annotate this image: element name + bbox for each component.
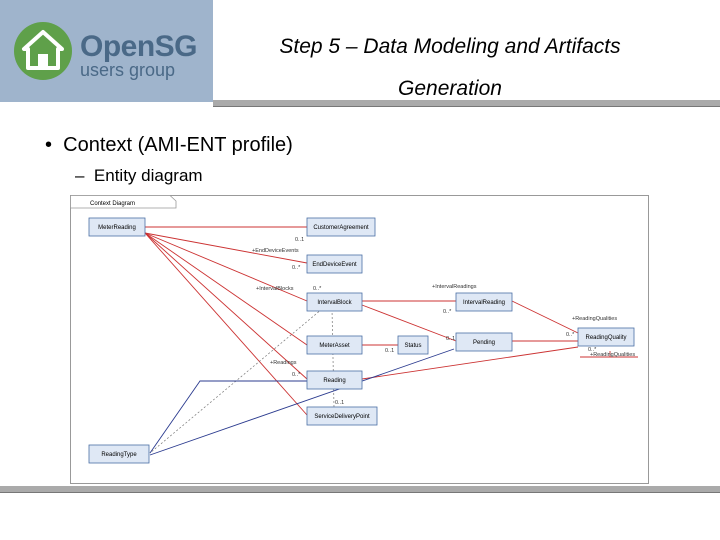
- label-end-device-event: EndDeviceEvent: [312, 262, 357, 268]
- logo-panel: OpenSG users group: [0, 0, 213, 102]
- box-status: [397, 335, 429, 355]
- edge-readingtype-pending: [149, 348, 455, 456]
- box-interval-reading: [455, 292, 513, 312]
- sub-bullet-text: Entity diagram: [93, 166, 203, 185]
- box-pending: [455, 332, 513, 352]
- box-meter-reading: [88, 217, 146, 237]
- box-end-device-event: [306, 254, 363, 274]
- sub-bullet-item: – Entity diagram: [75, 166, 203, 186]
- label-interval-block: IntervalBlock: [317, 300, 352, 306]
- edge-label-mult-01-sdp: 0..1: [335, 400, 344, 406]
- diagram-frame-tab: [70, 195, 177, 209]
- edge-meter-meterasset: [144, 232, 308, 346]
- house-icon: [14, 22, 72, 80]
- entity-diagram: Context Diagram: [70, 195, 649, 484]
- edge-meter-enddevice: [144, 232, 308, 264]
- slide-title-line1: Step 5 – Data Modeling and Artifacts: [279, 35, 621, 58]
- edge-label-mult-0n-c: 0..*: [443, 309, 452, 315]
- label-service-delivery-point: ServiceDeliveryPoint: [314, 414, 370, 420]
- box-reading: [306, 370, 363, 390]
- edge-label-interval-blocks: +IntervalBlocks: [256, 286, 294, 292]
- edge-label-interval-readings: +IntervalReadings: [432, 284, 477, 290]
- edge-label-mult-0n-d: 0..*: [566, 332, 575, 338]
- box-reading-type: [88, 444, 150, 464]
- edge-label-reading-qualities: +ReadingQualities: [572, 316, 617, 322]
- footer-rule: [0, 486, 720, 493]
- edge-readingtype-reading: [149, 380, 307, 454]
- header-rule: [213, 100, 720, 107]
- bullet-item: • Context (AMI-ENT profile): [45, 134, 293, 157]
- edge-intervalblock-pending: [361, 304, 457, 342]
- edge-label-mult-0n-f: 0..*: [588, 347, 597, 353]
- edge-intervalreading-quality: [511, 300, 579, 334]
- edge-label-mult-01-pending: 0..1: [446, 336, 455, 342]
- bullet-text: Context (AMI-ENT profile): [63, 134, 293, 156]
- edge-meter-sdp: [144, 232, 308, 416]
- edge-label-end-device-events: +EndDeviceEvents: [252, 248, 299, 254]
- label-status: Status: [404, 343, 421, 349]
- diagram-frame-title: Context Diagram: [90, 201, 135, 207]
- box-reading-quality: [577, 327, 635, 347]
- edge-reading-quality: [361, 346, 579, 380]
- label-customer-agreement: CustomerAgreement: [313, 225, 369, 231]
- edge-label-mult-0n-a: 0..*: [292, 265, 301, 271]
- label-reading-type: ReadingType: [101, 452, 137, 458]
- edge-label-readings: +Readings: [270, 360, 297, 366]
- edge-label-mult-01: 0..1: [295, 237, 304, 243]
- edge-label-reading-qualities-2: +ReadingQualities: [590, 352, 635, 358]
- box-interval-block: [306, 292, 363, 312]
- edge-meter-reading: [144, 232, 308, 380]
- label-reading: Reading: [323, 378, 345, 384]
- edge-label-mult-0n-b: 0..*: [313, 286, 322, 292]
- box-meter-asset: [306, 335, 363, 355]
- box-customer-agreement: [306, 217, 376, 237]
- edge-label-mult-0n-e: 0..*: [292, 372, 301, 378]
- slide-title: Step 5 – Data Modeling and Artifacts Gen…: [215, 26, 685, 110]
- bullet-icon: •: [45, 134, 64, 156]
- label-meter-asset: MeterAsset: [319, 343, 350, 349]
- logo-tagline: users group: [80, 60, 176, 80]
- edge-meter-intervalblock: [144, 232, 308, 302]
- slide-title-line2: Generation: [398, 77, 502, 100]
- logo-brand: OpenSG: [80, 30, 198, 63]
- dash-icon: –: [75, 166, 94, 185]
- box-service-delivery-point: [306, 406, 378, 426]
- label-interval-reading: IntervalReading: [463, 300, 505, 306]
- edge-label-mult-01-status: 0..1: [385, 348, 394, 354]
- label-meter-reading: MeterReading: [98, 225, 136, 231]
- label-pending: Pending: [473, 340, 495, 346]
- label-reading-quality: ReadingQuality: [585, 335, 626, 341]
